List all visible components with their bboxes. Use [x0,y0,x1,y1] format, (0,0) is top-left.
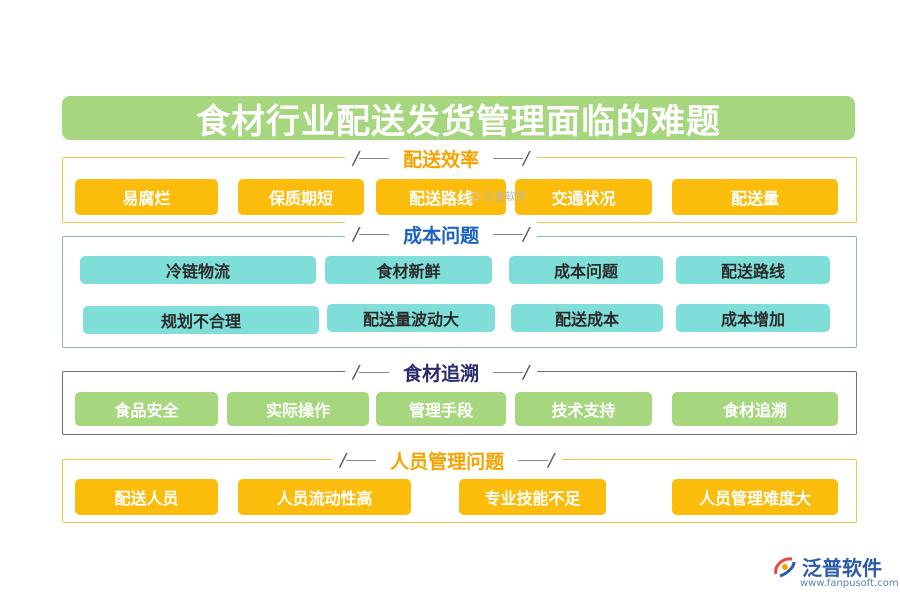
chip-item: 技术支持 [515,392,652,426]
slash-icon: / [340,449,347,471]
watermark-logo-icon [470,191,480,201]
divider [493,233,524,235]
chip-item: 配送路线 [376,179,506,215]
chip-item: 配送成本 [511,304,663,332]
chip-item: 冷链物流 [80,256,316,284]
brand-logo: 泛普软件 [772,552,882,581]
chip-item: 管理手段 [376,392,506,426]
divider [359,233,390,235]
brand-name: 泛普软件 [802,556,882,580]
section-header-personnel-management: / 人员管理问题 / [332,447,563,473]
section-title: 成本问题 [403,224,480,247]
watermark-text: 泛普软件 [483,190,527,203]
slash-icon: / [523,361,530,383]
divider [346,459,377,461]
chip-item: 配送人员 [75,479,218,515]
slash-icon: / [523,147,530,169]
chip-item: 人员流动性高 [238,479,411,515]
section-title: 配送效率 [403,148,480,171]
divider [518,459,549,461]
page-title: 食材行业配送发货管理面临的难题 [196,101,721,142]
chip-item: 成本问题 [509,256,663,284]
chip-item: 食材新鲜 [325,256,492,284]
brand-url: www.fanpusoft.com [800,578,899,589]
section-header-cost-issues: / 成本问题 / [345,221,538,247]
brand-logo-icon [774,556,796,577]
chip-item: 成本增加 [676,304,830,332]
chip-item: 交通状况 [515,179,652,215]
chip-item: 专业技能不足 [459,479,606,515]
chip-item: 食材追溯 [672,392,838,426]
chip-item: 规划不合理 [83,306,319,334]
slash-icon: / [523,223,530,245]
slash-icon: / [353,361,360,383]
slash-icon: / [353,147,360,169]
section-header-food-traceability: / 食材追溯 / [345,359,538,385]
chip-item: 配送量 [672,179,838,215]
chip-item: 保质期短 [238,179,364,215]
section-title: 人员管理问题 [390,450,505,473]
chip-item: 实际操作 [227,392,369,426]
watermark: 泛普软件 [470,188,527,204]
section-header-delivery-efficiency: / 配送效率 / [345,145,538,171]
title-banner: 食材行业配送发货管理面临的难题 [62,96,855,142]
chip-item: 配送量波动大 [327,304,495,332]
slash-icon: / [353,223,360,245]
divider [359,157,390,159]
divider [493,371,524,373]
chip-item: 配送路线 [676,256,830,284]
chip-item: 易腐烂 [75,179,218,215]
slash-icon: / [548,449,555,471]
chip-item: 人员管理难度大 [672,479,838,515]
chip-item: 食品安全 [75,392,218,426]
section-title: 食材追溯 [403,362,480,385]
divider [493,157,524,159]
divider [359,371,390,373]
